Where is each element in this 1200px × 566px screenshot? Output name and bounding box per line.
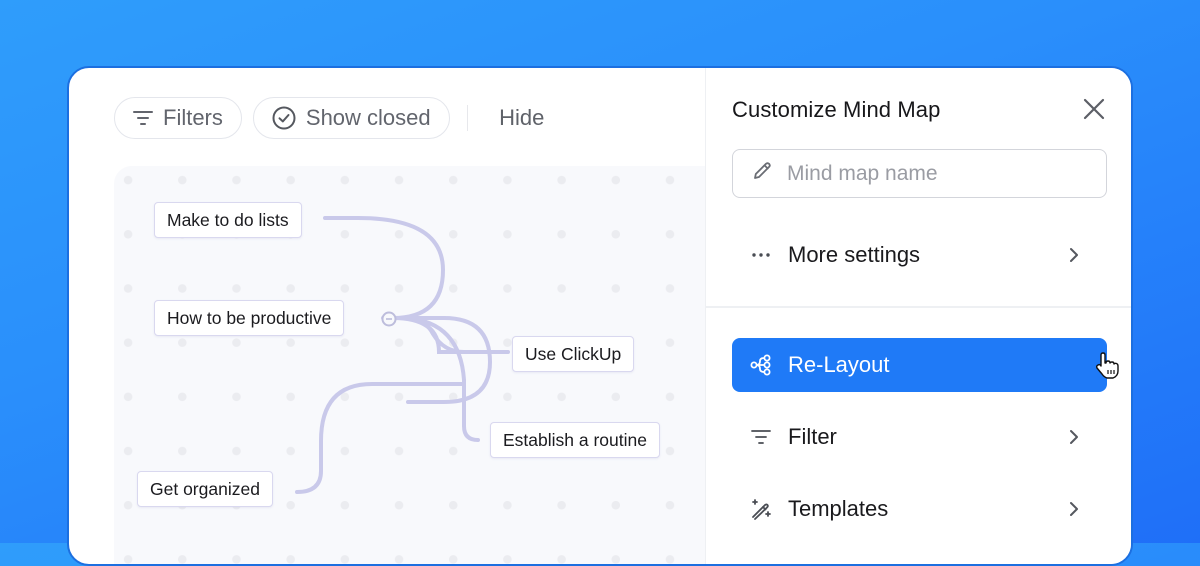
chevron-right-icon <box>1063 498 1085 520</box>
filters-label: Filters <box>163 105 223 130</box>
more-settings-item[interactable]: More settings <box>732 228 1107 282</box>
hide-button[interactable]: Hide <box>499 105 545 130</box>
filter-item[interactable]: Filter <box>732 410 1107 464</box>
collapse-toggle[interactable] <box>381 311 397 327</box>
filters-button[interactable]: Filters <box>114 97 242 139</box>
tree-layout-icon <box>750 354 772 376</box>
node-establish-a-routine[interactable]: Establish a routine <box>490 422 660 458</box>
filter-icon <box>750 426 772 448</box>
chevron-right-icon <box>1063 244 1085 266</box>
close-icon <box>1083 98 1105 120</box>
node-use-clickup[interactable]: Use ClickUp <box>512 336 635 372</box>
section-divider <box>706 306 1131 308</box>
customize-panel: Customize Mind Map More settings Re-La <box>705 68 1131 564</box>
pencil-icon <box>751 160 773 187</box>
mind-map-name-field[interactable] <box>732 149 1107 198</box>
show-closed-label: Show closed <box>305 105 431 130</box>
panel-title: Customize Mind Map <box>732 97 941 122</box>
close-button[interactable] <box>1082 97 1106 121</box>
more-dots-icon <box>750 244 772 266</box>
connector-lines <box>295 216 510 494</box>
mind-map-name-input[interactable] <box>787 161 1077 186</box>
templates-item[interactable]: Templates <box>732 482 1107 536</box>
node-how-to-be-productive[interactable]: How to be productive <box>154 300 345 336</box>
chevron-right-icon <box>1063 426 1085 448</box>
check-circle-icon <box>272 106 296 130</box>
node-get-organized[interactable]: Get organized <box>137 471 273 507</box>
magic-wand-icon <box>750 498 772 520</box>
node-make-to-do-lists[interactable]: Make to do lists <box>154 202 302 238</box>
re-layout-button[interactable]: Re-Layout <box>732 338 1107 392</box>
toolbar: Filters Show closed Hide <box>114 95 550 141</box>
hand-pointer-cursor-icon <box>1095 352 1121 385</box>
show-closed-button[interactable]: Show closed <box>252 97 450 139</box>
toolbar-divider <box>466 105 469 131</box>
mind-map-canvas[interactable]: Make to do lists How to be productive Us… <box>114 166 714 564</box>
filter-icon <box>133 110 153 126</box>
mind-map-window: Filters Show closed Hide <box>67 66 1133 566</box>
